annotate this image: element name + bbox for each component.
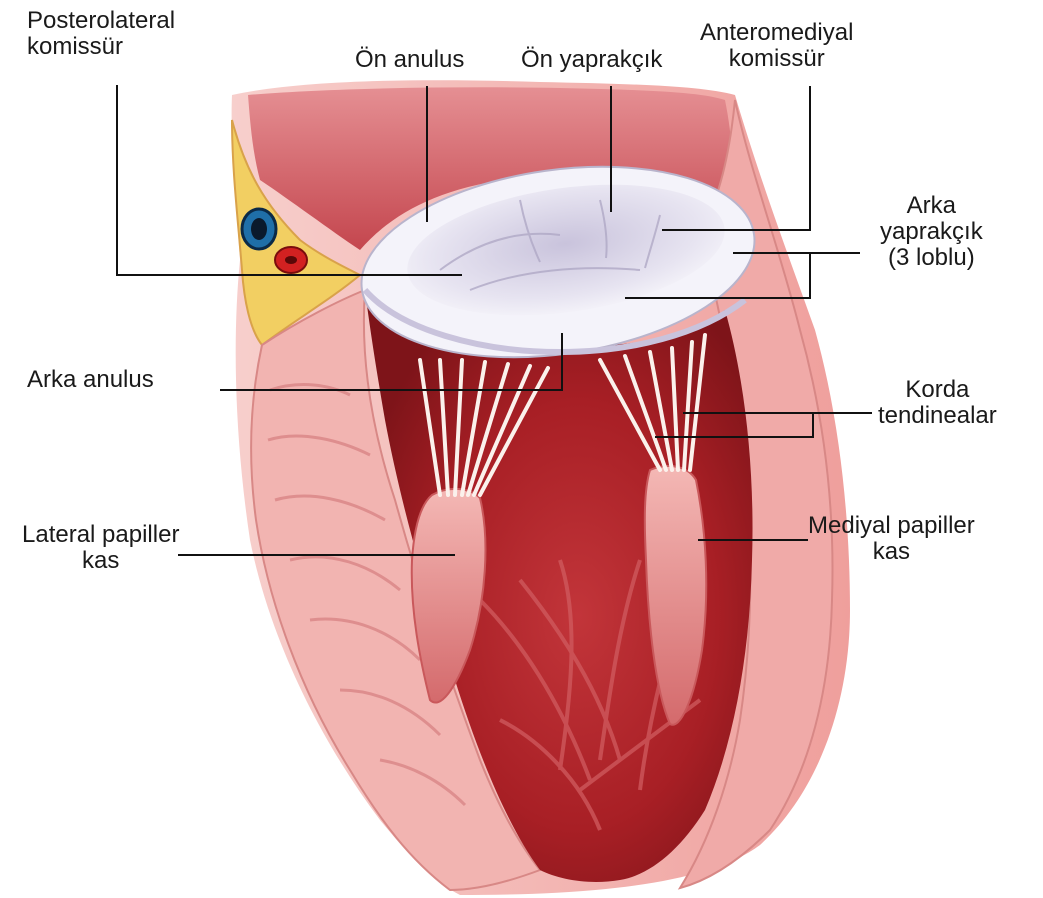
label-anteromedial-commissure-line2: komissür [700, 46, 853, 72]
label-posterior-leaflet: Arka yaprakçık (3 loblu) [880, 193, 983, 271]
label-chordae-tendineae-line1: Korda [878, 377, 997, 403]
label-anteromedial-commissure-line1: Anteromediyal [700, 20, 853, 46]
label-anteromedial-commissure: Anteromediyal komissür [700, 20, 853, 72]
label-lateral-papillary-muscle-line1: Lateral papiller [22, 522, 179, 548]
label-posterior-leaflet-line1: Arka [880, 193, 983, 219]
label-chordae-tendineae: Korda tendinealar [878, 377, 997, 429]
label-posterior-annulus: Arka anulus [27, 367, 154, 393]
label-posterolateral-commissure: Posterolateral komissür [27, 8, 175, 60]
label-lateral-papillary-muscle-line2: kas [22, 548, 179, 574]
label-posterior-leaflet-line2: yaprakçık [880, 219, 983, 245]
label-medial-papillary-muscle-line2: kas [808, 539, 975, 565]
label-lateral-papillary-muscle: Lateral papiller kas [22, 522, 179, 574]
label-chordae-tendineae-line2: tendinealar [878, 403, 997, 429]
circumflex-artery-lumen [285, 256, 297, 264]
label-anterior-annulus: Ön anulus [355, 47, 464, 73]
label-anterior-leaflet: Ön yaprakçık [521, 47, 662, 73]
label-posterior-annulus-line1: Arka anulus [27, 367, 154, 393]
label-medial-papillary-muscle: Mediyal papiller kas [808, 513, 975, 565]
label-posterolateral-commissure-line2: komissür [27, 34, 175, 60]
label-anterior-annulus-line1: Ön anulus [355, 47, 464, 73]
label-medial-papillary-muscle-line1: Mediyal papiller [808, 513, 975, 539]
coronary-vein-lumen [251, 218, 267, 240]
label-posterolateral-commissure-line1: Posterolateral [27, 8, 175, 34]
label-anterior-leaflet-line1: Ön yaprakçık [521, 47, 662, 73]
label-posterior-leaflet-line3: (3 loblu) [880, 245, 983, 271]
